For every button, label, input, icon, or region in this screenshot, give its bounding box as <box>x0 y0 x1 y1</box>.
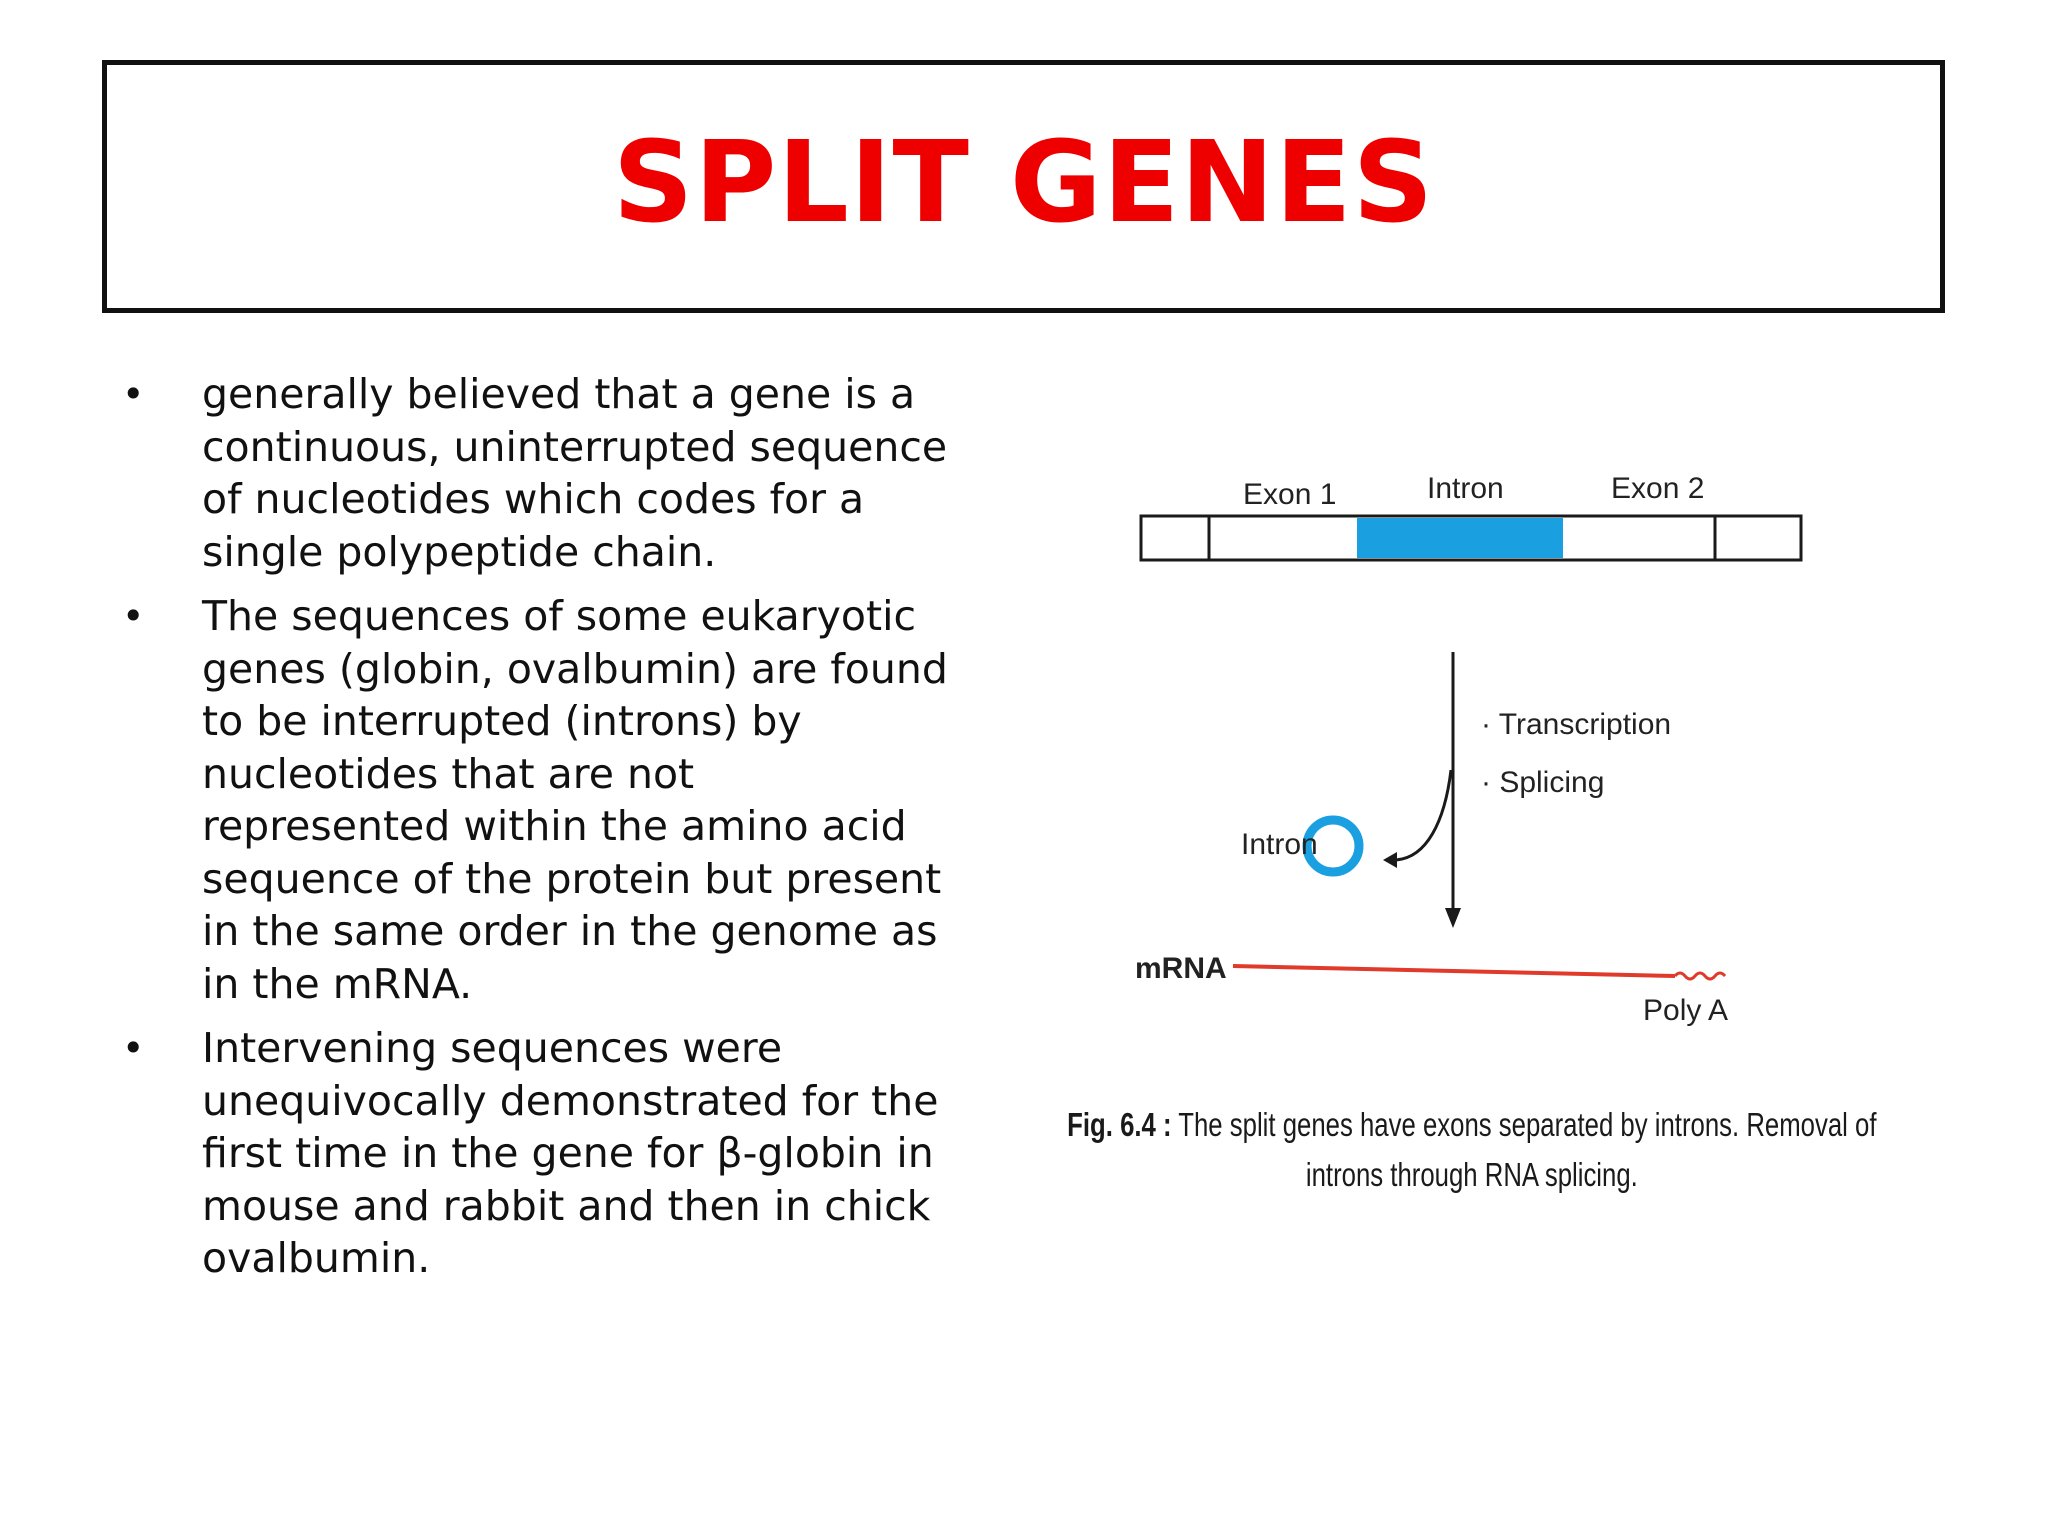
exon1-label: Exon 1 <box>1243 478 1337 511</box>
slide-title: SPLIT GENES <box>612 117 1435 248</box>
splice-arrow <box>1392 769 1453 862</box>
caption-text: The split genes have exons separated by … <box>1171 1106 1877 1193</box>
removed-intron-label: Intron <box>1241 828 1318 861</box>
figure-caption: Fig. 6.4 : The split genes have exons se… <box>1037 1100 1907 1200</box>
splicing-label: · Splicing <box>1481 766 1605 799</box>
polya-label: Poly A <box>1643 994 1729 1027</box>
intron-segment <box>1357 518 1563 558</box>
transcription-label: · Transcription <box>1481 708 1672 741</box>
bullet-text: Intervening sequences were unequivocally… <box>202 1024 939 1282</box>
exon2-label: Exon 2 <box>1611 472 1705 505</box>
bullet-item: • generally believed that a gene is a co… <box>120 368 950 578</box>
bullet-text: generally believed that a gene is a cont… <box>202 370 948 576</box>
bullet-text: The sequences of some eukaryotic genes (… <box>202 592 948 1008</box>
bullet-dot: • <box>122 1026 145 1070</box>
caption-prefix: Fig. 6.4 : <box>1067 1106 1172 1143</box>
figure-diagram <box>1139 514 1803 981</box>
intron-lariat-icon <box>1302 815 1364 877</box>
bullet-list: • generally believed that a gene is a co… <box>120 368 950 1297</box>
splice-arrow-head <box>1383 852 1397 868</box>
polya-tail <box>1673 971 1727 981</box>
process-arrow-head <box>1445 908 1461 928</box>
bullet-item: • The sequences of some eukaryotic genes… <box>120 590 950 1010</box>
bullet-item: • Intervening sequences were unequivocal… <box>120 1022 950 1285</box>
mrna-label: mRNA <box>1135 952 1227 985</box>
bullet-dot: • <box>122 372 145 416</box>
title-box: SPLIT GENES <box>102 60 1945 313</box>
mrna-strand <box>1232 964 1676 978</box>
split-gene-figure: Exon 1 Intron Exon 2 · Transcription · S… <box>975 340 1975 1520</box>
intron-label: Intron <box>1427 472 1504 505</box>
bullet-dot: • <box>122 594 145 638</box>
